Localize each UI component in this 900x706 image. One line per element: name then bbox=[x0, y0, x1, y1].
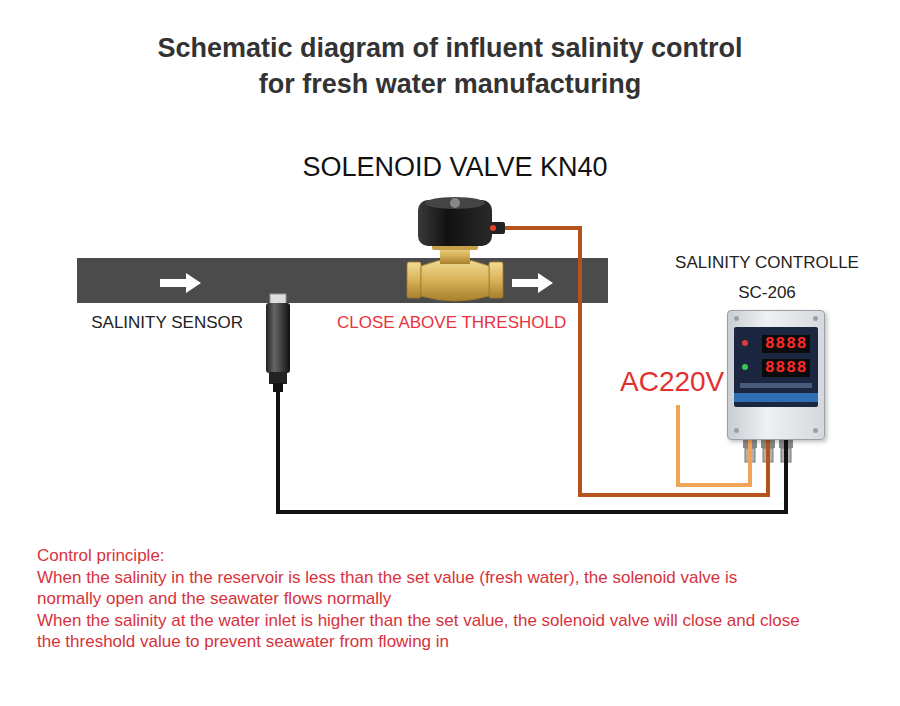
water-pipe bbox=[77, 258, 608, 303]
principle-text: Control principle: bbox=[37, 545, 802, 567]
display-digits: 8888 bbox=[762, 335, 810, 353]
controller-label: SALINITY CONTROLLE bbox=[675, 253, 859, 273]
flow-arrow bbox=[160, 273, 201, 293]
power-label: AC220V bbox=[620, 366, 724, 398]
sensor-label: SALINITY SENSOR bbox=[91, 313, 243, 333]
principle-text: When the salinity at the water inlet is … bbox=[37, 610, 802, 653]
salinity-controller: SALINITY CONTROLLESC-20688888888 bbox=[727, 310, 825, 440]
diagram-title: Schematic diagram of influent salinity c… bbox=[150, 30, 750, 102]
screw bbox=[734, 428, 739, 433]
display-digits: 8888 bbox=[762, 359, 810, 377]
flow-arrow bbox=[512, 273, 553, 293]
indicator-light bbox=[742, 364, 748, 370]
principle-text: When the salinity in the reservoir is le… bbox=[37, 567, 802, 610]
control-principle: Control principle:When the salinity in t… bbox=[37, 545, 802, 653]
sensor-drawing bbox=[266, 294, 290, 392]
valve-state-note: CLOSE ABOVE THRESHOLD bbox=[337, 313, 566, 333]
sensor-cable bbox=[278, 392, 786, 512]
model-number: SC-206 bbox=[738, 283, 796, 303]
button-strip bbox=[740, 383, 812, 388]
screw bbox=[813, 428, 818, 433]
screw bbox=[734, 316, 739, 321]
solenoid-valve: SOLENOID VALVE KN40 bbox=[405, 198, 505, 303]
salinity-sensor: SALINITY SENSOR bbox=[265, 296, 291, 392]
indicator-light bbox=[742, 340, 748, 346]
brand-strip bbox=[734, 393, 818, 402]
solenoid-valve-drawing bbox=[407, 197, 505, 301]
valve-label: SOLENOID VALVE KN40 bbox=[302, 152, 607, 183]
screw bbox=[813, 316, 818, 321]
